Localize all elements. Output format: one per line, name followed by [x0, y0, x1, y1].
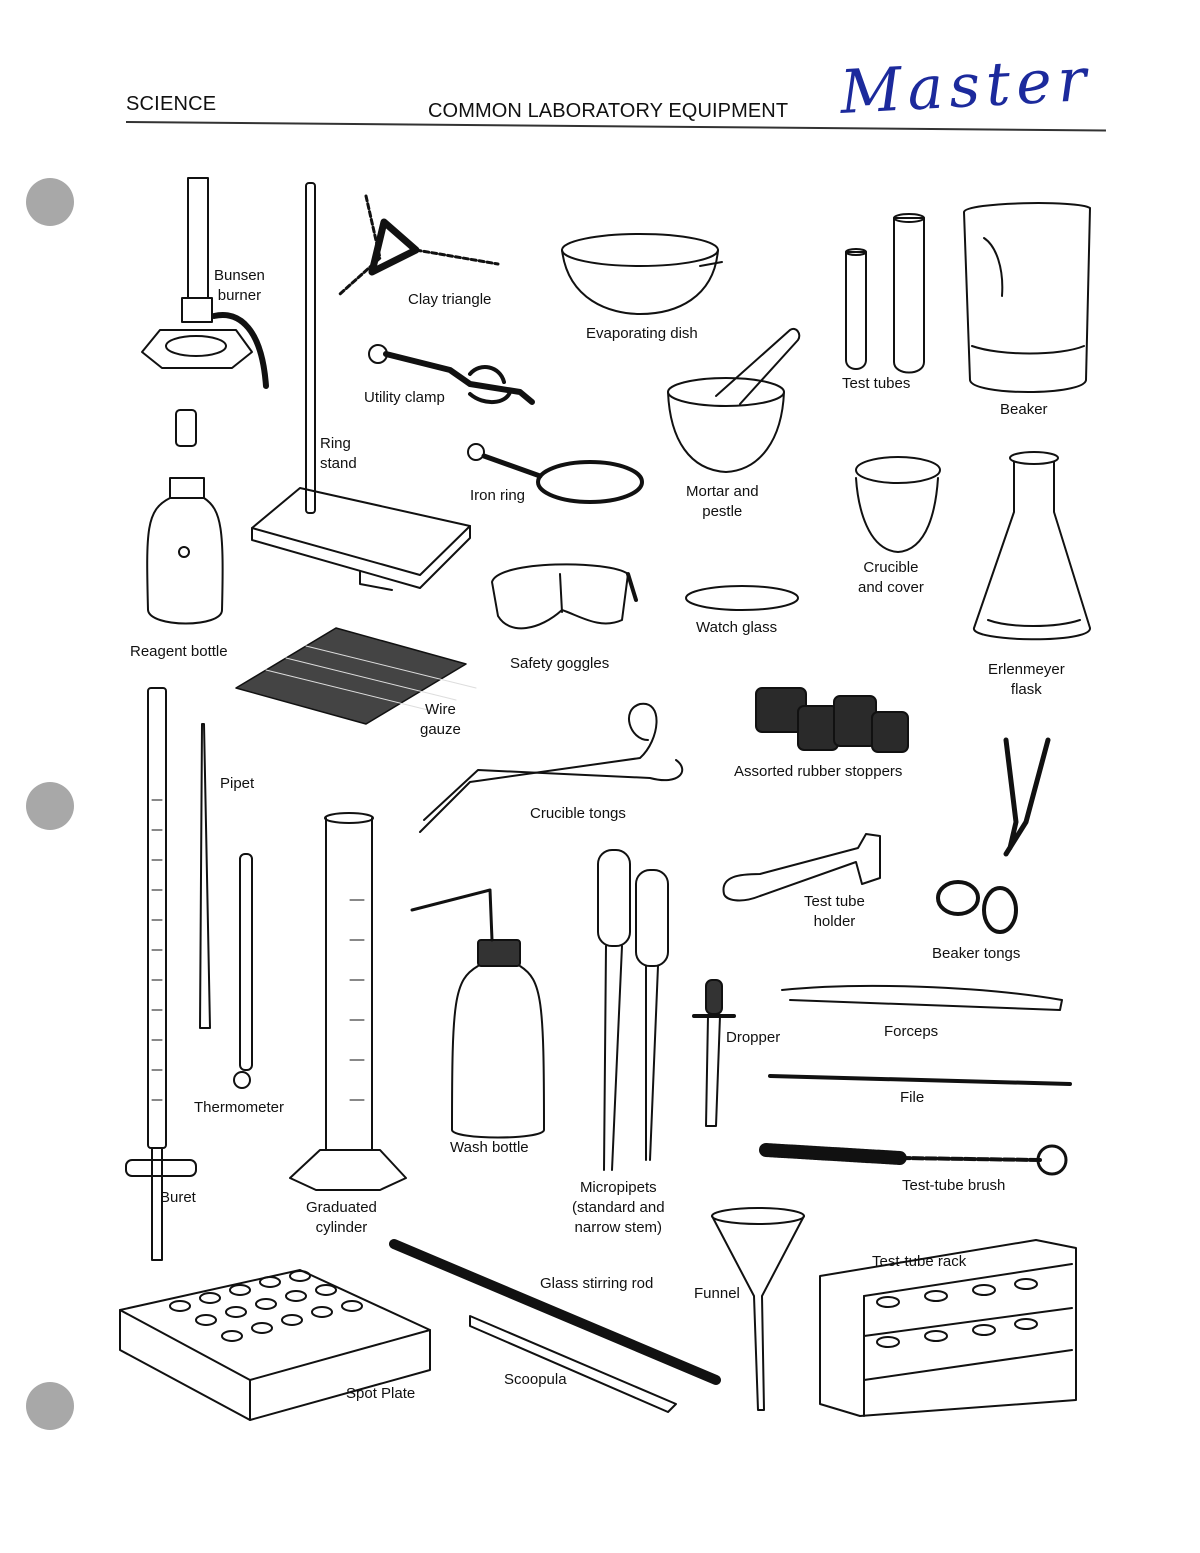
label-dropper: Dropper — [726, 1029, 781, 1046]
ring-stand-drawing — [251, 182, 471, 591]
label-test-tube-brush: Test-tube brush — [902, 1177, 1006, 1194]
label-pipet: Pipet — [220, 775, 255, 792]
label-reagent-bottle: Reagent bottle — [130, 643, 228, 660]
label-beaker: Beaker — [1000, 401, 1048, 418]
label-glass-stirring-rod: Glass stirring rod — [540, 1275, 654, 1292]
label-bunsen-burner: Bunsen burner — [214, 267, 265, 304]
label-test-tube-holder: Test tube holder — [804, 893, 865, 930]
wash-bottle-drawing — [410, 888, 545, 1139]
test-tubes-drawing — [845, 213, 925, 374]
label-wire-gauze: Wire gauze — [420, 701, 461, 738]
scoopula-drawing — [469, 1315, 677, 1413]
file-drawing — [768, 1074, 1072, 1086]
watch-glass-drawing — [685, 585, 799, 611]
clay-triangle-drawing — [338, 194, 500, 296]
glass-stirring-rod-drawing — [389, 1239, 721, 1385]
label-test-tube-rack: Test-tube rack — [872, 1253, 967, 1270]
punch-hole-bottom — [26, 1382, 74, 1430]
label-spot-plate: Spot Plate — [346, 1385, 416, 1402]
forceps-drawing — [781, 984, 1063, 1011]
label-graduated-cylinder: Graduated cylinder — [306, 1199, 377, 1236]
handwritten-master-note: Master — [838, 44, 1094, 128]
label-beaker-tongs: Beaker tongs — [932, 945, 1021, 962]
label-erlenmeyer-flask: Erlenmeyer flask — [988, 661, 1065, 698]
funnel-drawing — [711, 1207, 805, 1411]
label-watch-glass: Watch glass — [696, 619, 778, 636]
label-evaporating-dish: Evaporating dish — [586, 325, 698, 342]
bunsen-burner-drawing — [141, 177, 269, 389]
label-file: File — [900, 1089, 925, 1106]
safety-goggles-drawing — [491, 563, 638, 630]
mortar-and-pestle-drawing — [667, 328, 801, 473]
label-thermometer: Thermometer — [194, 1099, 285, 1116]
label-forceps: Forceps — [884, 1023, 939, 1040]
utility-clamp-drawing — [368, 344, 535, 405]
label-clay-triangle: Clay triangle — [408, 291, 492, 308]
label-crucible-tongs: Crucible tongs — [530, 805, 626, 822]
beaker-tongs-drawing — [936, 737, 1051, 934]
label-utility-clamp: Utility clamp — [364, 389, 445, 406]
label-ring-stand: Ring stand — [320, 435, 357, 472]
pipet-drawing — [199, 723, 211, 1029]
crucible-and-cover-drawing — [855, 456, 941, 553]
erlenmeyer-flask-drawing — [972, 451, 1091, 641]
label-crucible-and-cover: Crucible and cover — [858, 559, 924, 596]
subject-heading: SCIENCE — [126, 93, 217, 115]
evaporating-dish-drawing — [561, 233, 723, 315]
label-funnel: Funnel — [694, 1285, 740, 1302]
test-tube-holder-drawing — [722, 833, 881, 902]
label-scoopula: Scoopula — [504, 1371, 567, 1388]
label-test-tubes: Test tubes — [842, 375, 911, 392]
page-title: COMMON LABORATORY EQUIPMENT — [428, 100, 789, 122]
label-wash-bottle: Wash bottle — [450, 1139, 529, 1156]
label-safety-goggles: Safety goggles — [510, 655, 610, 672]
label-assorted-rubber-stoppers: Assorted rubber stoppers — [734, 763, 903, 780]
micropipets-drawing — [597, 849, 669, 1171]
label-mortar-and-pestle: Mortar and pestle — [686, 483, 759, 520]
dropper-drawing — [692, 979, 736, 1127]
rubber-stoppers-drawing — [755, 687, 909, 753]
label-iron-ring: Iron ring — [470, 487, 526, 504]
iron-ring-drawing — [467, 443, 644, 504]
graduated-cylinder-drawing — [289, 812, 407, 1191]
label-micropipets: Micropipets (standard and narrow stem) — [572, 1179, 665, 1236]
label-buret: Buret — [160, 1189, 196, 1206]
punch-hole-top — [26, 178, 74, 226]
reagent-bottle-drawing — [146, 409, 224, 625]
beaker-drawing — [963, 202, 1091, 393]
test-tube-rack-drawing — [819, 1239, 1077, 1417]
test-tube-brush-drawing — [759, 1143, 1068, 1176]
crucible-tongs-drawing — [419, 702, 684, 833]
thermometer-drawing — [233, 853, 253, 1089]
buret-drawing — [125, 687, 197, 1261]
wire-gauze-drawing — [235, 627, 477, 725]
spot-plate-drawing — [119, 1269, 431, 1421]
punch-hole-middle — [26, 782, 74, 830]
